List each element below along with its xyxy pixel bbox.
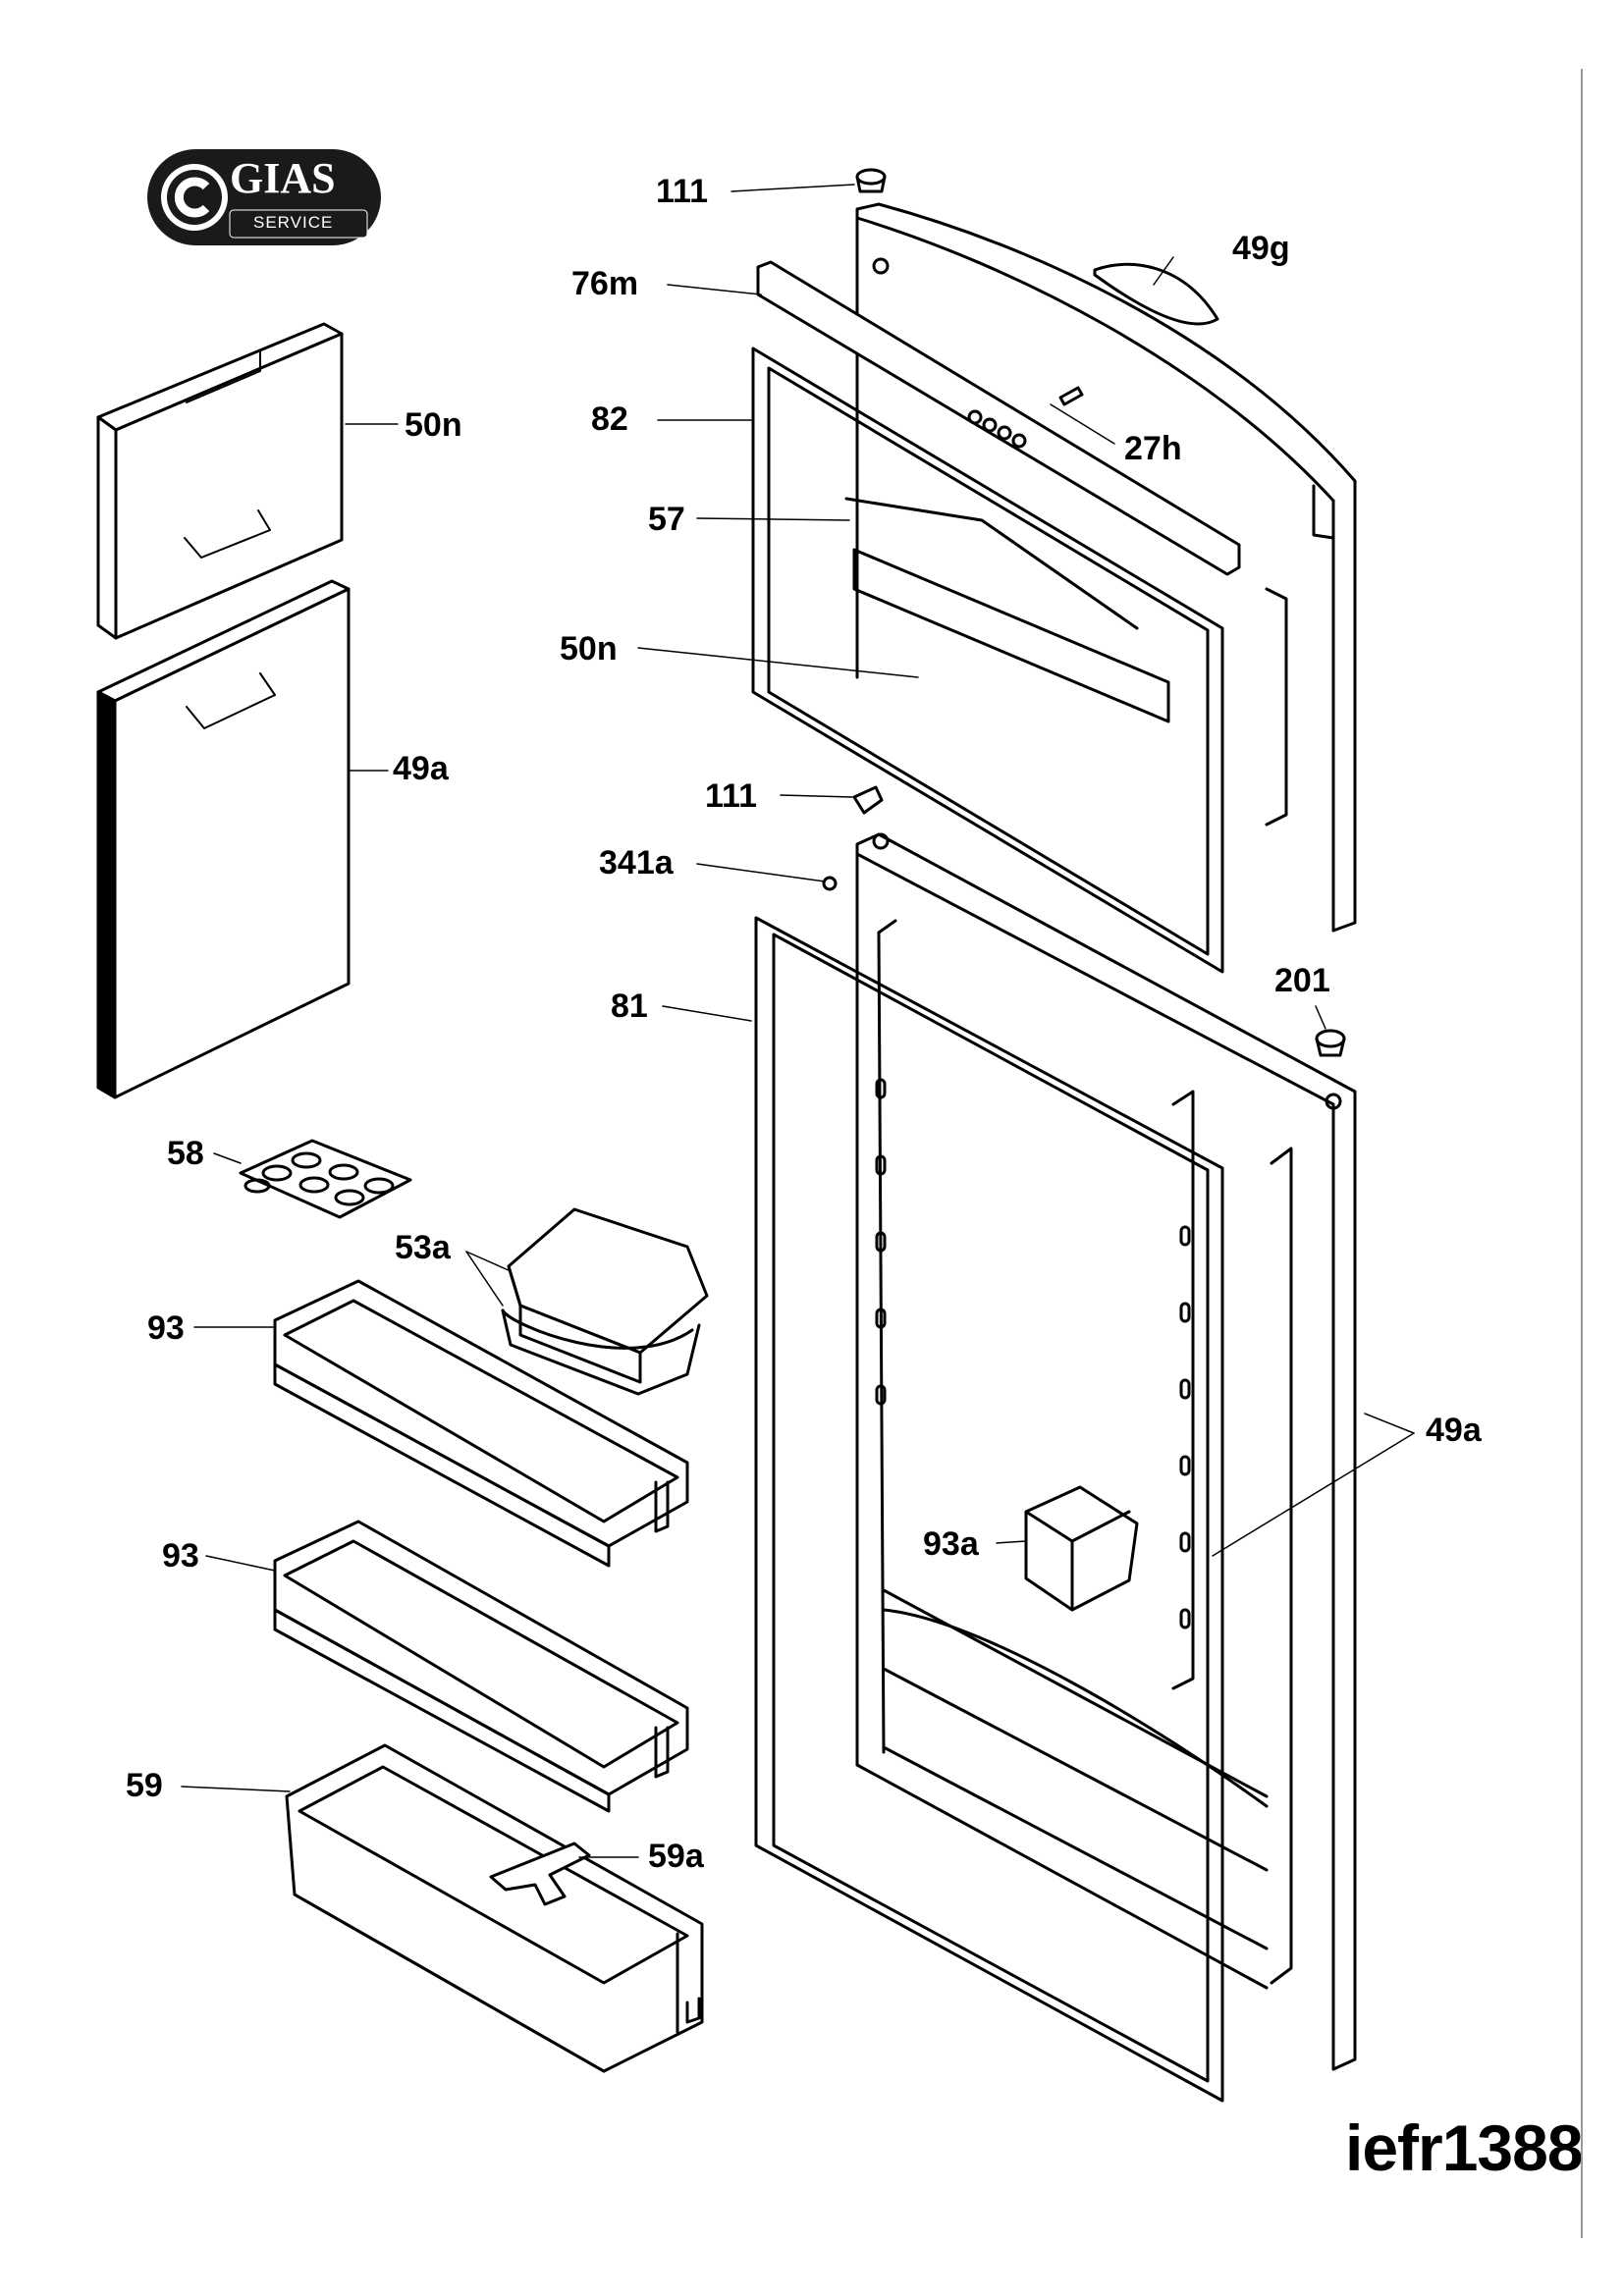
callout-82: 82 <box>591 400 628 438</box>
callout-93a: 93a <box>923 1525 979 1563</box>
small-bin-93a <box>1024 1485 1139 1612</box>
egg-tray-58 <box>239 1139 412 1219</box>
callout-111-mid: 111 <box>705 777 757 815</box>
callout-93-top: 93 <box>147 1309 185 1347</box>
callout-81: 81 <box>611 988 648 1025</box>
fridge-door-outer <box>855 832 1357 2071</box>
bottle-shelf-59 <box>285 1743 704 2073</box>
logo-badge-icon <box>147 149 381 245</box>
bar-57 <box>844 497 1139 630</box>
callout-111-top: 111 <box>656 173 708 210</box>
callout-59a: 59a <box>648 1838 704 1875</box>
cap-201 <box>1315 1029 1346 1057</box>
callout-49a-right: 49a <box>1426 1412 1482 1449</box>
callout-50n-mid: 50n <box>560 630 618 667</box>
gias-service-logo: GIAS SERVICE <box>147 149 381 245</box>
leader-lines <box>181 184 1415 1858</box>
callout-27h: 27h <box>1124 430 1182 467</box>
inner-shelf-50n <box>852 548 1170 723</box>
callout-93-bottom: 93 <box>162 1537 199 1575</box>
door-panel-49a-small <box>96 579 351 1099</box>
callout-49a-left: 49a <box>393 750 449 787</box>
callout-53a: 53a <box>395 1229 451 1266</box>
logo-brand-text: GIAS <box>230 154 336 202</box>
hinge-111-mid <box>852 785 884 815</box>
door-shelf-93-bottom <box>273 1520 689 1813</box>
washer-341a <box>822 876 838 891</box>
door-shelf-93-top <box>273 1279 689 1568</box>
right-margin-rule <box>1581 69 1583 2238</box>
freezer-gasket-82 <box>751 347 1224 974</box>
callout-49g: 49g <box>1232 230 1290 267</box>
callout-50n-left: 50n <box>405 406 462 444</box>
logo-subtitle-text: SERVICE <box>253 213 334 232</box>
cover-panel-50n <box>96 322 344 640</box>
freezer-door-outer <box>855 202 1357 933</box>
pin-27h <box>1058 386 1084 406</box>
bottle-clip-59a <box>489 1842 591 1906</box>
callout-57: 57 <box>648 501 685 538</box>
drawing-code: iefr1388 <box>1345 2111 1584 2184</box>
butter-dish-53a <box>501 1207 709 1396</box>
callout-58: 58 <box>167 1135 204 1172</box>
callout-76m: 76m <box>571 265 639 302</box>
fridge-gasket-81 <box>754 916 1224 2103</box>
handle-49g <box>1093 262 1219 326</box>
callout-201: 201 <box>1274 962 1330 999</box>
hinge-cap-111-top <box>855 168 887 193</box>
callout-341a: 341a <box>599 844 674 881</box>
callout-59: 59 <box>126 1767 163 1804</box>
